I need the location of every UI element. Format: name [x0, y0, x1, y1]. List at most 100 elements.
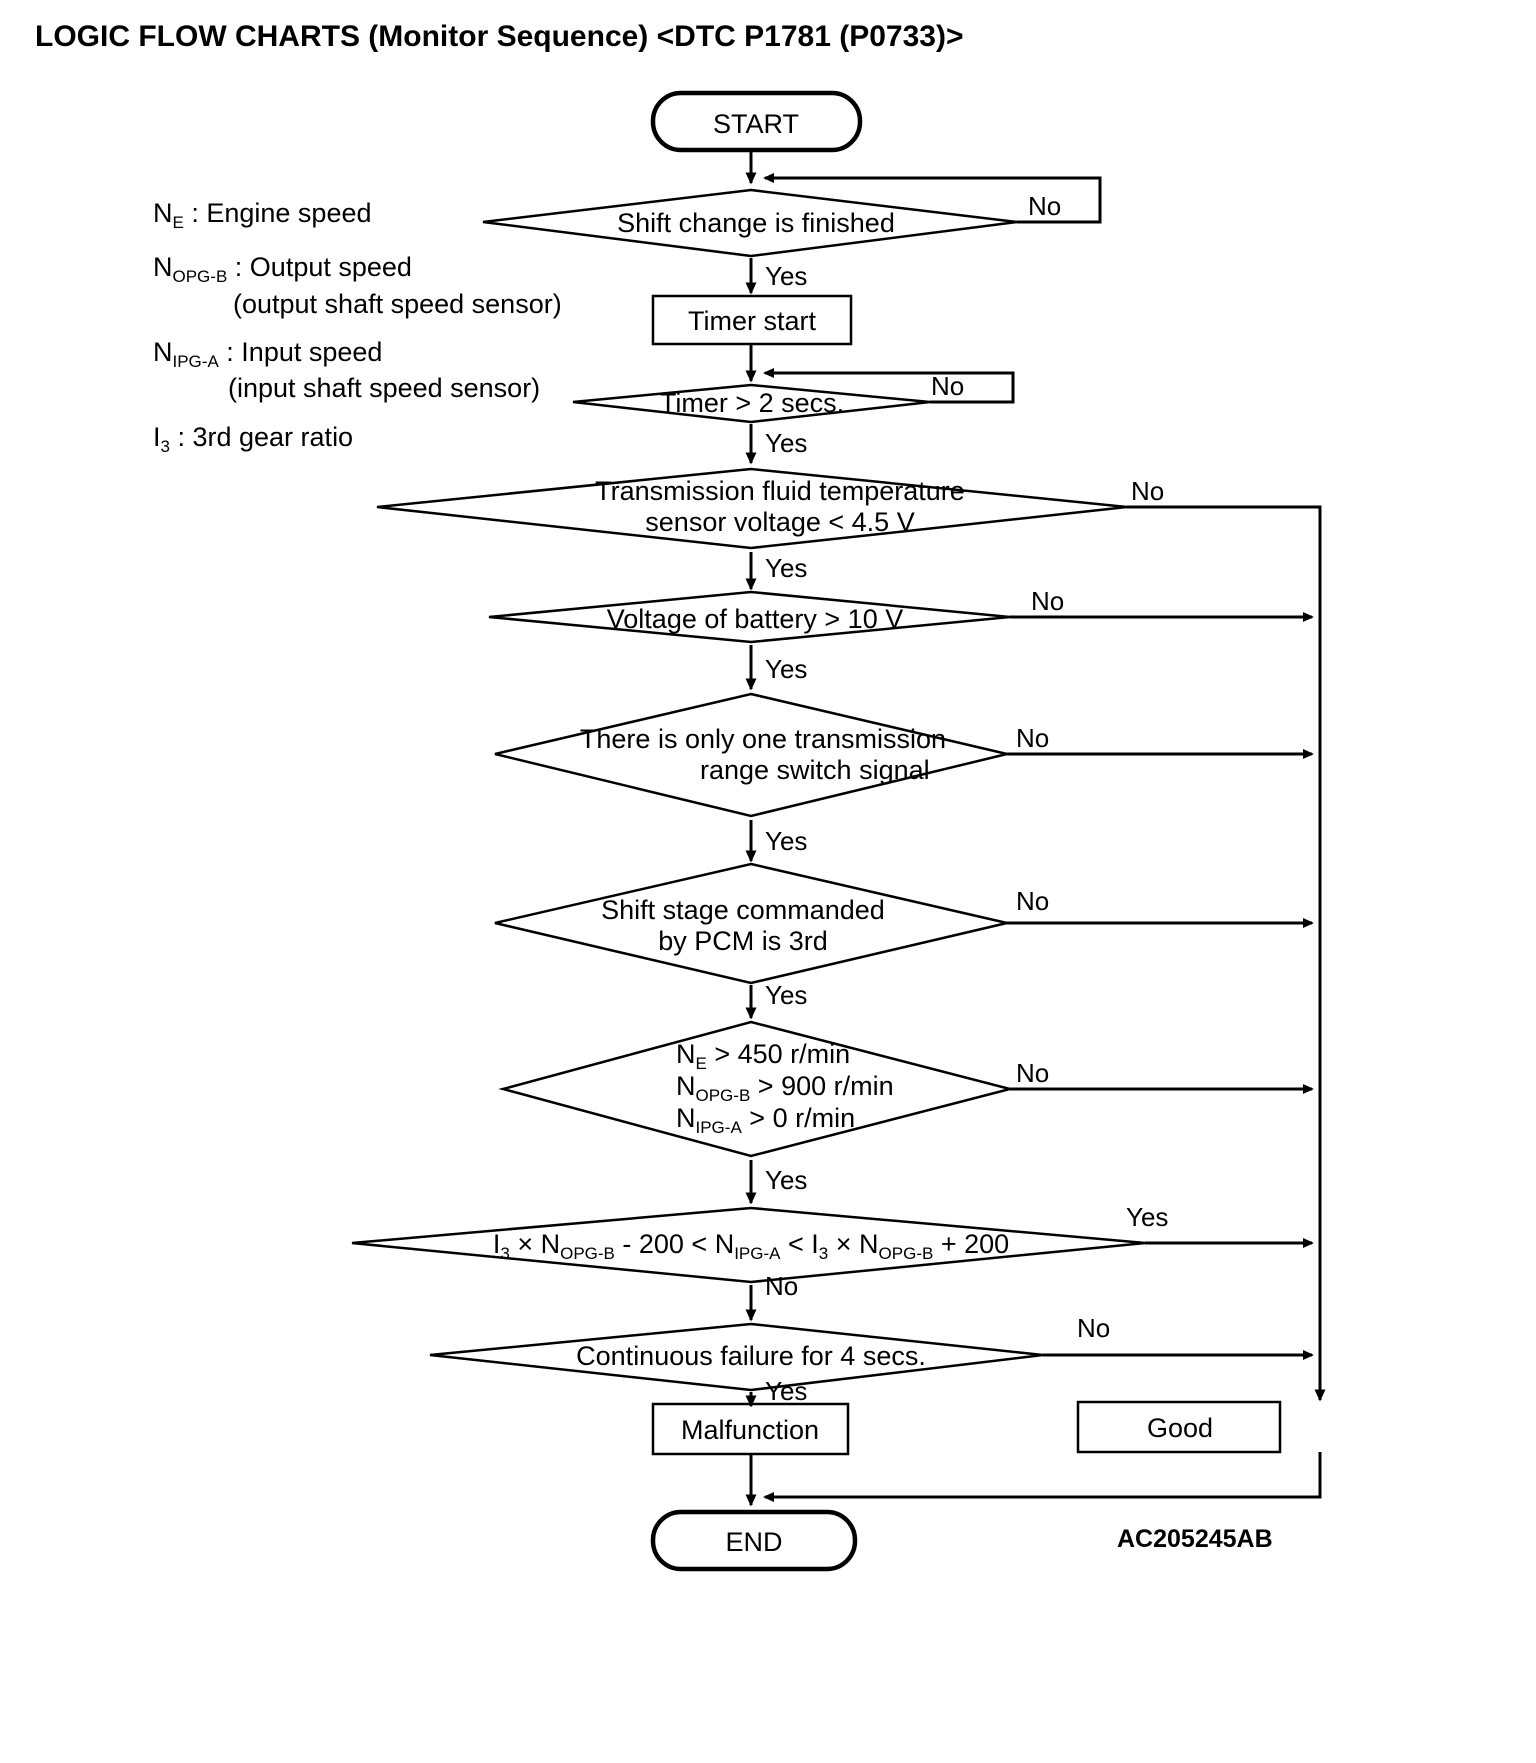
node-speeds-l3-rest: > 0 r/min — [742, 1103, 855, 1133]
node-timer-check[interactable]: Timer > 2 secs. — [572, 383, 931, 424]
edge-label-range-no: No — [1016, 723, 1049, 753]
node-ratio-p3: - 200 < N — [615, 1229, 734, 1259]
node-fluid-temp-line2: sensor voltage < 4.5 V — [645, 507, 914, 537]
figure-code: AC205245AB — [1117, 1525, 1273, 1553]
legend-subscript: E — [173, 213, 184, 232]
edge-label-failure-no: No — [1077, 1313, 1110, 1343]
legend-label: : Input speed — [219, 337, 383, 367]
node-timer-start-label: Timer start — [688, 306, 816, 336]
edge-label-stage-no: No — [1016, 886, 1049, 916]
edge-shift-no-loop — [763, 173, 1102, 224]
node-speeds-l1-sub: E — [696, 1054, 707, 1073]
node-good[interactable]: Good — [1076, 1400, 1282, 1454]
legend-item: NOPG-B : Output speed (output shaft spee… — [153, 252, 562, 319]
node-timer-start[interactable]: Timer start — [651, 294, 853, 346]
node-ratio-s3: IPG-A — [734, 1244, 781, 1263]
edge-label-temp-no: No — [1131, 476, 1164, 506]
node-speeds-l3-sym: N — [676, 1103, 696, 1133]
node-shift-stage-line2: by PCM is 3rd — [658, 926, 828, 956]
node-fluid-temp-line1: Transmission fluid temperature — [595, 476, 965, 506]
edge-label-range-yes: Yes — [765, 826, 807, 856]
node-range-switch-line1: There is only one transmission — [580, 724, 946, 754]
node-start[interactable]: START — [650, 90, 863, 153]
legend-symbol: N — [153, 252, 173, 282]
node-speeds-l3-sub: IPG-A — [696, 1118, 743, 1137]
connectors — [745, 150, 1326, 1507]
node-malfunction-label: Malfunction — [681, 1415, 819, 1445]
legend-item: I3 : 3rd gear ratio — [153, 422, 353, 456]
node-speeds-l2-sub: OPG-B — [696, 1086, 751, 1105]
edge-label-shift-yes: Yes — [765, 261, 807, 291]
edge-label-speeds-no: No — [1016, 1058, 1049, 1088]
legend-label: : 3rd gear ratio — [170, 422, 353, 452]
node-speeds-l2-sym: N — [676, 1071, 696, 1101]
node-speeds-l2-rest: > 900 r/min — [750, 1071, 893, 1101]
node-fluid-temp[interactable]: Transmission fluid temperature sensor vo… — [376, 467, 1128, 550]
svg-text:NE : Engine speed: NE : Engine speed — [153, 198, 372, 232]
legend-label: : Output speed — [227, 252, 412, 282]
node-ratio-p6: + 200 — [933, 1229, 1009, 1259]
legend-label: : Engine speed — [184, 198, 372, 228]
node-battery[interactable]: Voltage of battery > 10 V — [488, 590, 1011, 644]
node-speeds-l1-sym: N — [676, 1039, 696, 1069]
legend-item: NE : Engine speed — [153, 198, 372, 232]
node-continuous-failure[interactable]: Continuous failure for 4 secs. — [429, 1322, 1044, 1392]
node-shift-stage[interactable]: Shift stage commanded by PCM is 3rd — [494, 862, 1008, 985]
svg-text:NOPG-B : Output speed: NOPG-B : Output speed — [153, 252, 412, 286]
svg-text:I3 : 3rd gear ratio: I3 : 3rd gear ratio — [153, 422, 353, 456]
edge-label-timer-yes: Yes — [765, 428, 807, 458]
page-title: LOGIC FLOW CHARTS (Monitor Sequence) <DT… — [35, 20, 963, 53]
edge-label-failure-yes: Yes — [765, 1376, 807, 1406]
edge-labels: No Yes No Yes No Yes No Yes No Yes No Ye… — [765, 191, 1168, 1406]
legend-item: NIPG-A : Input speed (input shaft speed … — [153, 337, 540, 403]
node-ratio-p1: I — [493, 1229, 501, 1259]
node-end[interactable]: END — [650, 1509, 858, 1572]
svg-text:NIPG-A : Input speed: NIPG-A : Input speed — [153, 337, 382, 371]
edge-label-battery-yes: Yes — [765, 654, 807, 684]
edge-label-speeds-yes: Yes — [765, 1165, 807, 1195]
node-ratio-s2: OPG-B — [560, 1244, 615, 1263]
legend-symbol: N — [153, 337, 173, 367]
legend-symbol: I — [153, 422, 161, 452]
node-good-label: Good — [1147, 1413, 1213, 1443]
svg-text:NE > 450 r/min: NE > 450 r/min — [676, 1039, 850, 1073]
node-malfunction[interactable]: Malfunction — [651, 1402, 850, 1456]
node-end-label: END — [725, 1527, 782, 1557]
node-ratio-s4: 3 — [819, 1244, 828, 1263]
legend: NE : Engine speed NOPG-B : Output speed … — [153, 198, 562, 456]
node-ratio-p5: × N — [828, 1229, 878, 1259]
svg-text:NIPG-A > 0 r/min: NIPG-A > 0 r/min — [676, 1103, 855, 1137]
edge-label-temp-yes: Yes — [765, 553, 807, 583]
node-ratio-s5: OPG-B — [879, 1244, 934, 1263]
node-shift-change-label: Shift change is finished — [617, 208, 895, 238]
legend-subscript: 3 — [161, 437, 170, 456]
svg-text:NOPG-B > 900 r/min: NOPG-B > 900 r/min — [676, 1071, 894, 1105]
legend-label-cont: (input shaft speed sensor) — [228, 373, 540, 403]
node-speeds[interactable]: NE > 450 r/min NOPG-B > 900 r/min NIPG-A… — [498, 1020, 1015, 1158]
legend-subscript: IPG-A — [173, 352, 220, 371]
edge-label-timer-no: No — [931, 371, 964, 401]
edge-timer-no-loop — [763, 368, 1015, 404]
legend-subscript: OPG-B — [173, 267, 228, 286]
node-speeds-l1-rest: > 450 r/min — [707, 1039, 850, 1069]
node-range-switch[interactable]: There is only one transmission range swi… — [494, 692, 1008, 818]
node-ratio-p4: < I — [781, 1229, 819, 1259]
edge-label-ratio-no: No — [765, 1271, 798, 1301]
node-shift-change[interactable]: Shift change is finished — [482, 188, 1018, 258]
edge-label-ratio-yes: Yes — [1126, 1202, 1168, 1232]
svg-text:I3 × NOPG-B - 200 < NIPG-A < I: I3 × NOPG-B - 200 < NIPG-A < I3 × NOPG-B… — [493, 1229, 1009, 1263]
edge-label-shift-no: No — [1028, 191, 1061, 221]
edge-good-to-end — [763, 1452, 1322, 1502]
legend-symbol: N — [153, 198, 173, 228]
node-start-label: START — [713, 109, 799, 139]
node-shift-stage-line1: Shift stage commanded — [601, 895, 885, 925]
node-timer-check-label: Timer > 2 secs. — [660, 388, 844, 418]
node-battery-label: Voltage of battery > 10 V — [607, 604, 903, 634]
edge-label-battery-no: No — [1031, 586, 1064, 616]
node-ratio-window[interactable]: I3 × NOPG-B - 200 < NIPG-A < I3 × NOPG-B… — [351, 1206, 1146, 1284]
edge-label-stage-yes: Yes — [765, 980, 807, 1010]
node-ratio-s1: 3 — [500, 1244, 509, 1263]
edge-temp-no-to-bus — [1127, 505, 1322, 1400]
node-ratio-p2: × N — [510, 1229, 560, 1259]
node-range-switch-line2: range switch signal — [700, 755, 930, 785]
